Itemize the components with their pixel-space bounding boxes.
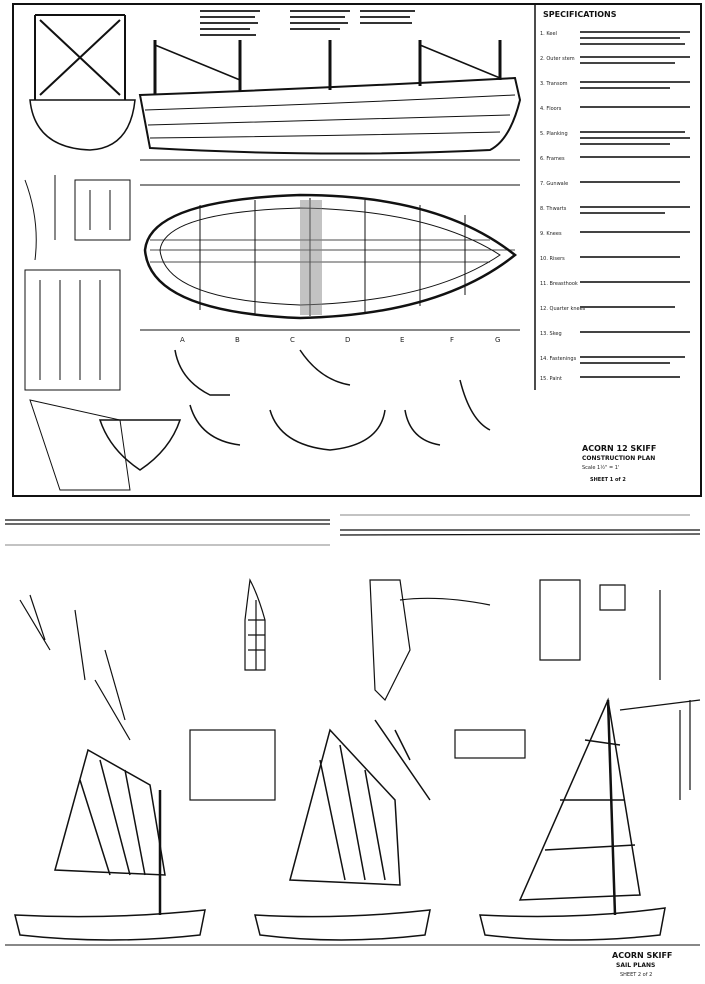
spec-item: 15. Paint <box>540 376 562 382</box>
rigging-details <box>19 578 701 800</box>
sheet1-scale: Scale 1½" = 1' <box>582 464 619 471</box>
station-labels: A B C D E F G <box>180 336 500 344</box>
spec-item: 3. Transom <box>540 81 568 87</box>
station-label: E <box>400 336 404 344</box>
spec-heading: SPECIFICATIONS <box>543 10 617 19</box>
sheet1-title: ACORN 12 SKIFF <box>582 444 656 453</box>
sheet2-subtitle: SAIL PLANS <box>616 962 655 969</box>
spec-item: 1. Keel <box>540 31 557 37</box>
spec-item: 2. Outer stem <box>540 56 575 62</box>
hull-profile-view <box>138 40 522 161</box>
station-label: B <box>235 336 240 344</box>
notes-text <box>200 10 415 36</box>
spec-item: 7. Gunwale <box>540 181 568 187</box>
station-label: A <box>180 336 185 344</box>
construction-details-left <box>24 175 131 491</box>
station-sections <box>98 349 491 471</box>
sheet1-title-block: ACORN 12 SKIFF CONSTRUCTION PLAN Scale 1… <box>582 444 656 483</box>
spec-text-lines <box>580 31 690 378</box>
spec-item: 6. Frames <box>540 156 565 162</box>
spec-item: 4. Floors <box>540 106 562 112</box>
sail-plan-1 <box>14 748 206 941</box>
sheet1-subtitle: CONSTRUCTION PLAN <box>582 455 655 462</box>
station-label: G <box>495 336 500 344</box>
section-view-left <box>29 14 136 151</box>
spec-item: 12. Quarter knees <box>540 306 586 312</box>
hull-plan-view <box>140 184 520 331</box>
spec-item: 14. Fastenings <box>540 356 577 362</box>
spec-item: 5. Planking <box>540 131 568 137</box>
sheet1-frame <box>12 3 702 497</box>
station-label: F <box>450 336 454 344</box>
station-label: D <box>345 336 350 344</box>
sheet2-title: ACORN SKIFF <box>612 951 672 960</box>
spec-item: 11. Breasthook <box>540 281 578 287</box>
sail-plan-3 <box>479 697 666 941</box>
sheet2-title-block: ACORN SKIFF SAIL PLANS SHEET 2 of 2 <box>612 951 672 978</box>
spec-item: 10. Risers <box>540 256 565 262</box>
spar-drawings <box>5 514 701 546</box>
station-label: C <box>290 336 295 344</box>
sheet1-number: SHEET 1 of 2 <box>590 477 626 483</box>
sail-plan-2 <box>254 719 431 941</box>
spec-item: 13. Skeg <box>540 331 562 337</box>
spec-list: 1. Keel 2. Outer stem 3. Transom 4. Floo… <box>540 31 586 382</box>
note-box <box>189 729 276 801</box>
sheet2-number: SHEET 2 of 2 <box>620 972 652 978</box>
spec-item: 9. Knees <box>540 231 562 237</box>
note-box <box>454 729 526 759</box>
spec-item: 8. Thwarts <box>540 206 567 212</box>
